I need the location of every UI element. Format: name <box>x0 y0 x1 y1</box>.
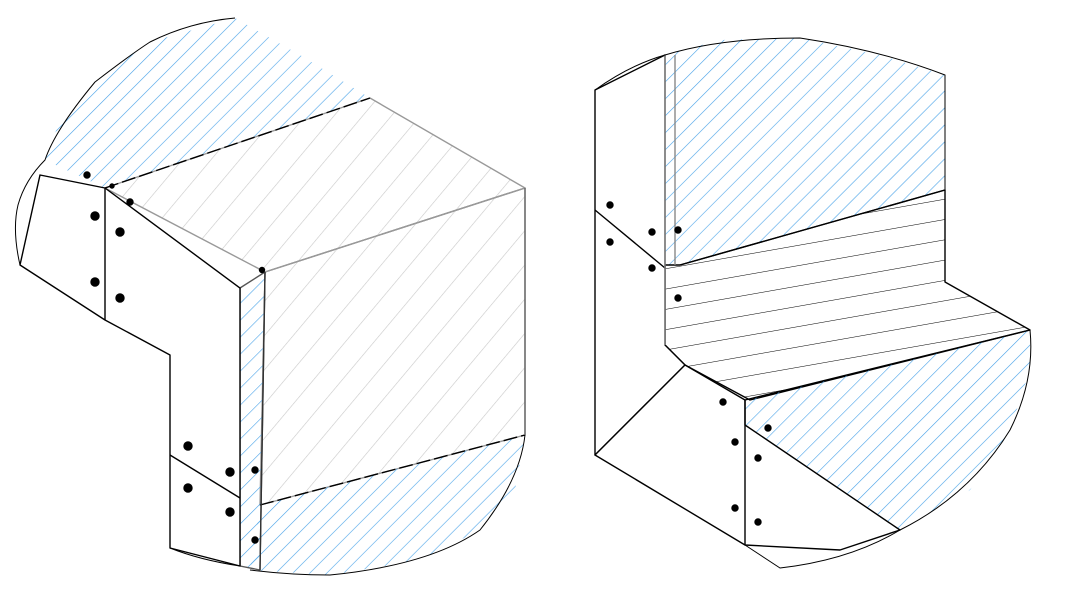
screw-icons <box>83 171 266 544</box>
panel-seam <box>169 454 241 499</box>
bottom-insulation-face <box>250 435 525 575</box>
wavy-break-line <box>594 37 1032 569</box>
screw-icons <box>606 201 772 526</box>
external-corner-detail <box>14 17 526 576</box>
seam-line <box>104 97 371 189</box>
panel-seam <box>594 209 666 269</box>
bottom-insulation-face <box>745 330 1030 530</box>
top-insulation-face <box>665 38 945 265</box>
top-insulation-face <box>45 18 370 188</box>
wavy-break-line <box>14 17 526 576</box>
bottom-panel <box>594 364 901 551</box>
internal-corner-detail <box>594 37 1032 569</box>
side-panel <box>594 54 686 456</box>
seam-line <box>259 434 526 506</box>
